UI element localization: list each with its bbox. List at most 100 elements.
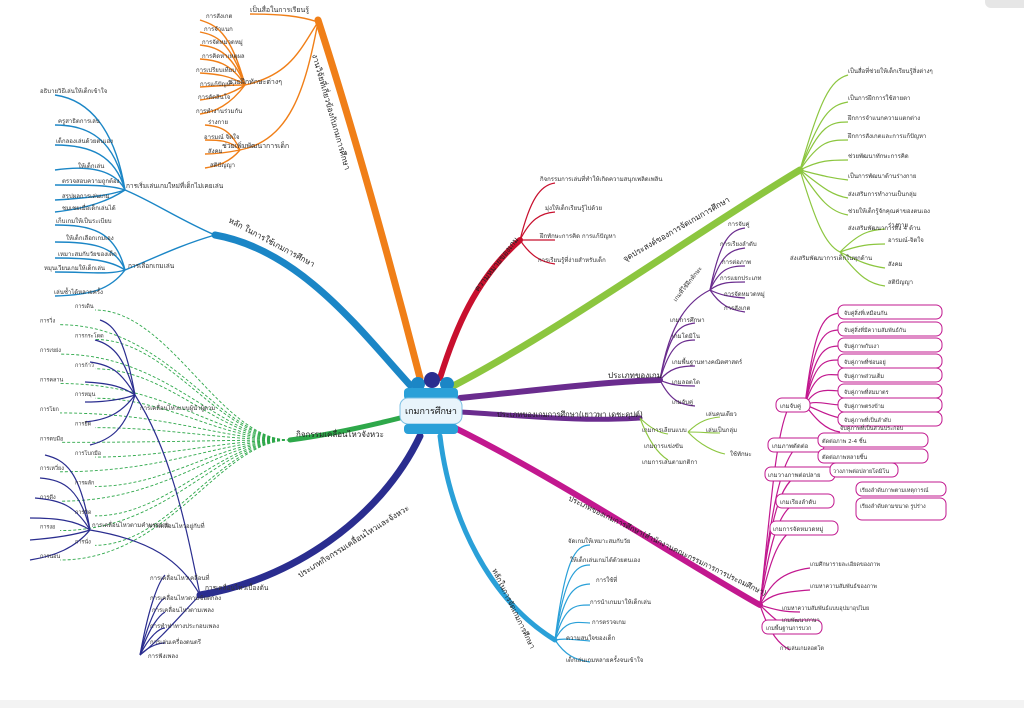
- lime-leaf: ช่วยพัฒนาทักษะการคิด: [848, 153, 909, 160]
- orange-leaf: การจำแนก: [204, 26, 233, 33]
- green-leaf: การกระโดด: [75, 331, 104, 339]
- purple2-subleaf: เล่นคนเดียว: [706, 410, 737, 418]
- skyblue-leaf: ความสนใจของเด็ก: [566, 633, 615, 642]
- green-leaf: การดึง: [40, 494, 56, 501]
- blue-leaf: ครูสาธิตการเล่น: [58, 118, 100, 125]
- trunk-blue: [211, 231, 414, 389]
- red-leaf: ฝึกทักษะการคิด การแก้ปัญหา: [539, 233, 616, 240]
- magenta-leaf: จับคู่ภาพที่สมมาตร: [844, 388, 889, 396]
- navy-leaf: การเคลื่อนไหวอยู่กับที่: [148, 522, 205, 530]
- purple-leaf: เกมโดมิโน: [672, 332, 700, 340]
- navy-leaf: การเล่นเครื่องดนตรี: [150, 638, 202, 646]
- green-connector: [59, 383, 291, 441]
- magenta-group: เกมภาพตัดต่อ: [772, 443, 809, 450]
- orange-leaf: การทำงานร่วมกัน: [196, 108, 242, 115]
- red-leaf: กิจกรรมการเล่นที่ทำให้เกิดความสนุกเพลิดเ…: [540, 175, 663, 183]
- green-leaf: การคลาน: [40, 378, 64, 384]
- navy-branch-label: ประเภทกิจกรรมเคลื่อนไหวและจังหวะ: [295, 502, 410, 580]
- red-subtree: [519, 182, 556, 265]
- magenta-other: เกมพื้นฐานการบวก: [766, 624, 811, 632]
- lime-branch-label: จุดประสงค์ของการจัดเกมการศึกษา: [621, 194, 731, 263]
- green-leaf: การเขย่ง: [40, 348, 61, 354]
- magenta-group: เกมจับคู่: [780, 403, 801, 410]
- trunk-lime: [451, 166, 804, 389]
- green-leaf: การยืด: [75, 421, 92, 428]
- blue-leaf: เก็บเกมให้เป็นระเบียบ: [56, 216, 112, 225]
- purple2-leaf: เกมการแข่งขัน: [644, 443, 683, 450]
- purple-leaf: การต่อภาพ: [722, 259, 751, 266]
- lime-leaf: ฝึกการจำแนกความแตกต่าง: [847, 115, 920, 122]
- blue-leaf: เล่นซ้ำได้หลายครั้ง: [54, 286, 103, 296]
- green-leaf: การบิด: [75, 509, 92, 516]
- magenta-leaf: เรียงลำดับตามขนาด รูปร่าง: [860, 503, 926, 510]
- lime-subleaf: อารมณ์-จิตใจ: [888, 236, 924, 244]
- purple-leaf: เกมพื้นฐานทางคณิตศาสตร์: [672, 356, 743, 366]
- skyblue-labels: หลักในการจัดเกมการศึกษา จัดเกมให้เหมาะสม…: [490, 537, 651, 664]
- magenta-other: เกมหาความสัมพันธ์ของภาพ: [810, 583, 877, 590]
- purple2-leaf: เกมการเลียนแบบ: [642, 426, 687, 434]
- purple-leaf: เกมการศึกษา: [670, 317, 705, 324]
- skyblue-leaf: ให้เด็กเล่นเกมได้ด้วยตนเอง: [570, 555, 640, 564]
- magenta-other: เกมศึกษารายละเอียดของภาพ: [810, 561, 880, 568]
- lime-leaf: เป็นการฝึกการใช้สายตา: [848, 93, 910, 102]
- orange-leaf: อารมณ์ จิตใจ: [204, 133, 239, 141]
- navy-leaf: การเคลื่อนไหวตามเพลง: [152, 606, 214, 614]
- green-branch-label: กิจกรรมเคลื่อนไหวจังหวะ: [296, 428, 384, 439]
- green-leaf: การเดิน: [75, 303, 94, 310]
- lime-leaf: ฝึกการสังเกตและการแก้ปัญหา: [847, 133, 926, 140]
- blue-sub1: การเริ่มเล่นเกมใหม่ที่เด็กไม่เคยเล่น: [126, 181, 224, 190]
- navy-leaf: การฟังเพลง: [148, 653, 178, 660]
- red-leaf: การเรียนรู้ที่ง่ายสำหรับเด็ก: [538, 255, 606, 264]
- orange-sub2: ช่วยฝึกทักษะต่างๆ: [228, 77, 282, 86]
- orange-leaf: การจัดหมวดหมู่: [202, 39, 243, 46]
- purple2-labels: ประเภทของเกมการศึกษา(เยาวพา เดชะคุปต์) เ…: [497, 410, 752, 466]
- trunk-orange: [314, 16, 424, 382]
- purple-branch-label: ประเภทของเกม: [608, 371, 662, 380]
- blue-leaf: หมุนเวียนเกมให้เด็กเล่น: [44, 263, 105, 272]
- lime-leaf: ส่งเสริมพัฒนาการทั้ง 4 ด้าน: [848, 222, 920, 232]
- lime-subleaf: ร่างกาย: [888, 222, 908, 229]
- navy-leaf: การเคลื่อนไหวเคลื่อนที่: [150, 574, 209, 582]
- orange-sub1: เป็นสื่อในการเรียนรู้: [250, 5, 309, 14]
- orange-leaf: การคิดหาเหตุผล: [202, 53, 245, 60]
- magenta-group: เกมการจัดหมวดหมู่: [773, 526, 823, 533]
- green-leaf: การผลัก: [75, 479, 94, 486]
- trunk-magenta: [452, 425, 763, 608]
- green-connector: [59, 324, 291, 441]
- magenta-leaf: จับคู่ภาพส่วนเต็ม: [844, 372, 884, 380]
- skyblue-subtree: [554, 544, 591, 663]
- magenta-boxes: [761, 304, 947, 635]
- green-connector: [59, 439, 291, 561]
- orange-leaf: ร่างกาย: [208, 119, 228, 126]
- trunk-navy: [196, 432, 424, 599]
- green-leaf: การหมุน: [75, 392, 96, 398]
- skyblue-leaf: เด็กเล่นเกมหลายครั้งจนเข้าใจ: [566, 654, 643, 664]
- green-connector: [94, 309, 291, 441]
- magenta-leaf: จับคู่ภาพที่เป็นลำดับ: [844, 416, 892, 424]
- skyblue-leaf: การนำเกมมาให้เด็กเล่น: [590, 597, 651, 606]
- orange-leaf: สติปัญญา: [210, 162, 235, 169]
- lime-subleaf: สติปัญญา: [888, 279, 913, 286]
- center-node[interactable]: เกมการศึกษา: [399, 372, 463, 434]
- magenta-leaf: จับคู่ภาพที่เป็นส่วนประกอบ: [840, 424, 904, 432]
- blue-leaf: ชมเชยเมื่อเด็กเล่นได้: [62, 203, 116, 212]
- orange-leaf: สังคม: [208, 148, 223, 155]
- magenta-leaf: จับคู่สิ่งที่เหมือนกัน: [844, 309, 888, 317]
- green-connector: [59, 439, 291, 473]
- lime-sub: ส่งเสริมพัฒนาการเด็กในทุกด้าน: [790, 253, 872, 262]
- navy-labels: ประเภทกิจกรรมเคลื่อนไหวและจังหวะ การเคลื…: [92, 404, 411, 660]
- green-connector: [94, 439, 291, 487]
- navy-sub1: การเคลื่อนไหวเบื้องต้น: [205, 583, 269, 592]
- lime-subleaf: สังคม: [888, 261, 903, 268]
- lime-leaf: เป็นสื่อที่ช่วยให้เด็กเรียนรู้สิ่งต่างๆ: [848, 66, 933, 75]
- lime-leaf: เป็นการพัฒนาด้านร่างกาย: [848, 171, 916, 180]
- purple2-leaf: เกมการเล่นตามกติกา: [642, 459, 697, 466]
- navy-leaf: การทำท่าทางประกอบเพลง: [150, 623, 219, 630]
- orange-labels: งานวิจัยที่เกี่ยวข้องกับเกมการศึกษา เป็น…: [196, 5, 354, 171]
- magenta-other: เกมหาความสัมพันธ์แบบอุปมาอุปไมย: [782, 605, 869, 612]
- red-leaf: มุ่งให้เด็กเรียนรู้ไปด้วย: [545, 203, 602, 212]
- purple-subtree: [659, 227, 746, 407]
- window-corner-control: [985, 0, 1024, 8]
- green-leaf: การนอน: [40, 554, 60, 560]
- purple2-subleaf: ใช้ทักษะ: [730, 450, 752, 458]
